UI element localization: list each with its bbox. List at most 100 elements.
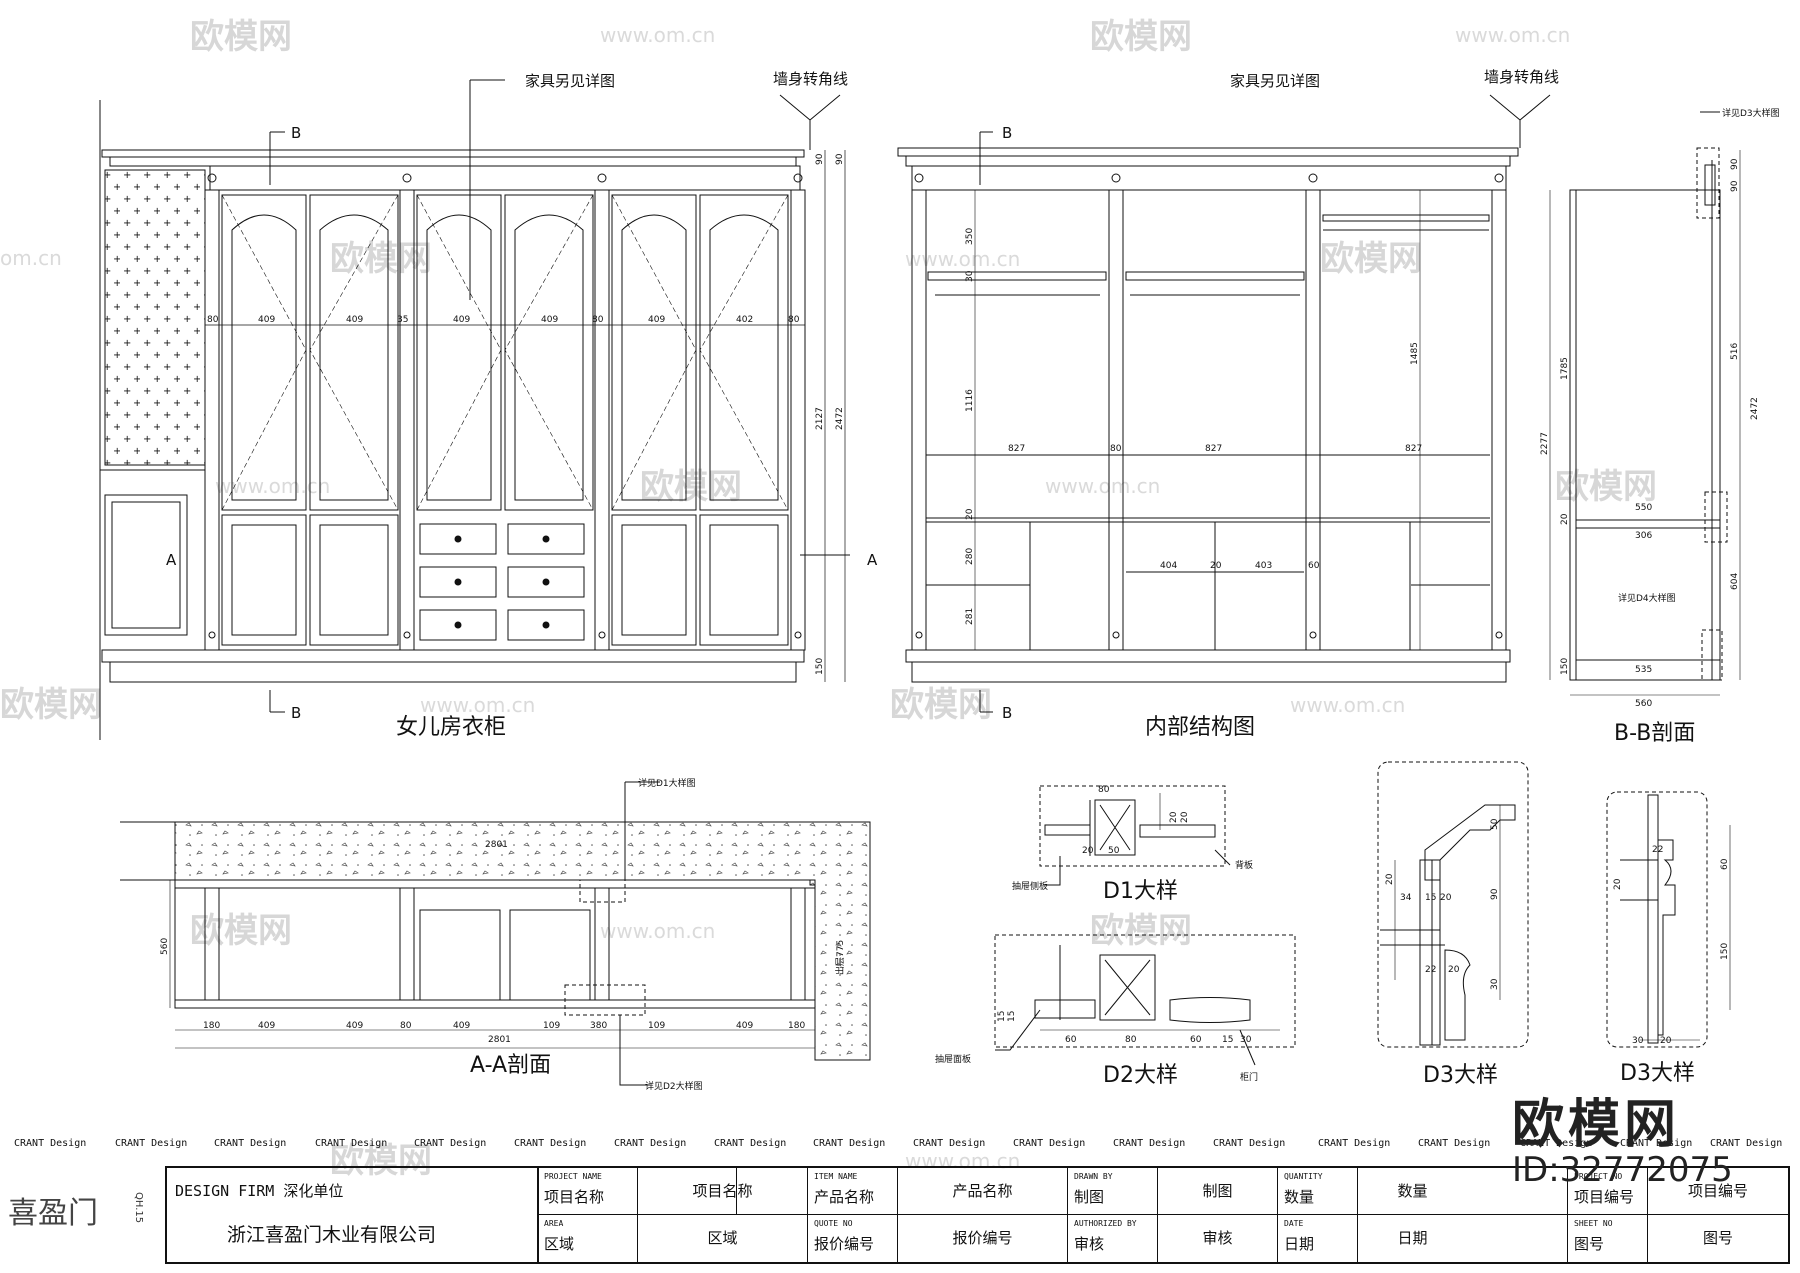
watermark-logo: 欧模网 bbox=[330, 1141, 432, 1181]
bb-dim: 604 bbox=[1730, 573, 1740, 590]
cell-quote-no-value: 报价编号 bbox=[897, 1215, 1067, 1262]
cell-area-value: 区域 bbox=[637, 1215, 807, 1262]
d3-dim: 20 bbox=[1448, 965, 1460, 975]
d3-dim: 20 bbox=[1440, 893, 1452, 903]
front-dim: 80 bbox=[788, 315, 800, 325]
cell-drawn-by: DRAWN BY 制图 bbox=[1067, 1168, 1157, 1215]
watermark-logo: 欧模网 bbox=[1555, 467, 1657, 507]
aa-dim: 409 bbox=[736, 1021, 753, 1031]
strip-label: CRANT Design bbox=[1520, 1138, 1593, 1149]
bb-dim: 535 bbox=[1635, 665, 1652, 675]
watermark-url: www.om.cn bbox=[1290, 693, 1405, 717]
bb-dim: 90 bbox=[1730, 158, 1740, 170]
watermark-url: om.cn bbox=[0, 246, 62, 270]
cell-label-en: AUTHORIZED BY bbox=[1074, 1219, 1137, 1228]
front-dim: 2472 bbox=[835, 407, 845, 430]
detail-d1-title: D1大样 bbox=[1103, 879, 1178, 904]
cell-project-name-label bbox=[637, 1168, 737, 1215]
aa-dim: 409 bbox=[346, 1021, 363, 1031]
interior-note-wall: 墙身转角线 bbox=[1484, 68, 1559, 86]
d4-dim: 20 bbox=[1613, 878, 1623, 890]
cell-label-en: ITEM NAME bbox=[814, 1172, 858, 1181]
interior-dim: 827 bbox=[1205, 444, 1222, 454]
bb-dim: 150 bbox=[1560, 658, 1570, 675]
d1-dim: 20 bbox=[1169, 811, 1179, 823]
watermark-logo: 欧模网 bbox=[0, 685, 102, 725]
d2-note-left: 抽屉面板 bbox=[935, 1053, 971, 1065]
strip-label: CRANT Design bbox=[514, 1138, 587, 1149]
front-elevation bbox=[99, 79, 850, 740]
cell-value: 图号 bbox=[1702, 1229, 1733, 1247]
front-note-wall: 墙身转角线 bbox=[773, 70, 848, 88]
interior-title: 内部结构图 bbox=[1145, 715, 1255, 740]
firm-label-en: DESIGN FIRM bbox=[175, 1182, 275, 1200]
d3-dim: 50 bbox=[1490, 818, 1500, 830]
firm-heading: DESIGN FIRM 深化单位 bbox=[175, 1180, 343, 1201]
title-block: DESIGN FIRM 深化单位 浙江喜盈门木业有限公司 PROJECT NAM… bbox=[165, 1166, 1790, 1264]
cell-item-name-value: 产品名称 bbox=[897, 1168, 1067, 1215]
d4-dim: 20 bbox=[1660, 1036, 1672, 1046]
front-drawers bbox=[419, 523, 585, 641]
bb-dim: 2472 bbox=[1750, 397, 1760, 420]
strip-label: CRANT Design bbox=[1113, 1138, 1186, 1149]
detail-d4 bbox=[1606, 791, 1731, 1048]
cell-sheet-no-value: 图号 bbox=[1647, 1215, 1788, 1262]
d2-note-right: 柜门 bbox=[1240, 1071, 1258, 1083]
d2-dim: 60 bbox=[1065, 1035, 1077, 1045]
bb-dim: 306 bbox=[1635, 531, 1652, 541]
watermark-logo: 欧模网 bbox=[640, 467, 742, 507]
strip-label: CRANT Design bbox=[414, 1138, 487, 1149]
strip-label: CRANT Design bbox=[1620, 1138, 1693, 1149]
front-dim: 409 bbox=[541, 315, 558, 325]
aa-overall-bottom: 2801 bbox=[488, 1035, 511, 1045]
cell-label-zh: 图号 bbox=[1574, 1235, 1605, 1253]
cell-project-no: PROJECT NO 项目编号 bbox=[1567, 1168, 1647, 1215]
strip-label: CRANT Design bbox=[1318, 1138, 1391, 1149]
cell-label-zh: 日期 bbox=[1284, 1235, 1315, 1253]
front-dim: 2127 bbox=[815, 407, 825, 430]
cell-quote-no: QUOTE NO 报价编号 bbox=[807, 1215, 897, 1262]
front-title: 女儿房衣柜 bbox=[396, 715, 506, 740]
front-dim: 409 bbox=[258, 315, 275, 325]
d2-dim: 60 bbox=[1190, 1035, 1202, 1045]
front-section-b-top: B bbox=[291, 124, 301, 142]
front-dim: 409 bbox=[346, 315, 363, 325]
d3-dim: 15 bbox=[1425, 893, 1436, 903]
front-section-a-left: A bbox=[166, 551, 177, 569]
detail-d2-text: 60 80 60 15 30 15 15 抽屉面板 柜门 D2大样 bbox=[935, 1011, 1258, 1088]
interior-dim: 827 bbox=[1008, 444, 1025, 454]
bb-dim: 1785 bbox=[1560, 357, 1570, 380]
interior-dim: 80 bbox=[1110, 444, 1122, 454]
cell-quantity-value: 数量 bbox=[1357, 1168, 1467, 1215]
interior-section-b-top: B bbox=[1002, 124, 1012, 142]
section-aa-title: A-A剖面 bbox=[470, 1053, 551, 1078]
cell-value: 项目编号 bbox=[1687, 1182, 1748, 1200]
cell-label-en: QUANTITY bbox=[1284, 1172, 1323, 1181]
detail-d3 bbox=[1377, 761, 1529, 1048]
cell-label-zh: 数量 bbox=[1284, 1188, 1315, 1206]
cell-project-name-value: 项目名称 bbox=[637, 1168, 807, 1215]
detail-d1-text: 80 20 50 20 20 抽屉侧板 背板 D1大样 bbox=[1012, 785, 1253, 904]
detail-d3-title: D3大样 bbox=[1423, 1063, 1498, 1088]
cell-label-zh: 项目编号 bbox=[1574, 1188, 1635, 1206]
bb-dim: 90 bbox=[1730, 180, 1740, 192]
watermark-url: www.om.cn bbox=[215, 474, 330, 498]
d1-dim: 20 bbox=[1082, 846, 1094, 856]
aa-dim: 80 bbox=[400, 1021, 412, 1031]
strip-label: CRANT Design bbox=[115, 1138, 188, 1149]
interior-dim: 30 bbox=[965, 270, 975, 282]
cell-value: 项目名称 bbox=[692, 1182, 753, 1200]
front-upper-doors bbox=[221, 194, 789, 511]
d4-dim: 30 bbox=[1632, 1036, 1644, 1046]
strip-label: CRANT Design bbox=[813, 1138, 886, 1149]
d3-dim: 30 bbox=[1490, 978, 1500, 990]
aa-dim: 109 bbox=[543, 1021, 560, 1031]
brand-logo: 喜盈门 bbox=[8, 1196, 98, 1231]
detail-d4-title: D3大样 bbox=[1620, 1061, 1695, 1086]
watermark-url: www.om.cn bbox=[1045, 474, 1160, 498]
cell-value: 区域 bbox=[707, 1229, 738, 1247]
detail-d3-text: 20 34 15 20 22 20 50 90 30 D3大样 bbox=[1385, 818, 1500, 1088]
cell-label-en: SHEET NO bbox=[1574, 1219, 1613, 1228]
cell-label-zh: 制图 bbox=[1074, 1188, 1105, 1206]
cell-item-name: ITEM NAME 产品名称 bbox=[807, 1168, 897, 1215]
